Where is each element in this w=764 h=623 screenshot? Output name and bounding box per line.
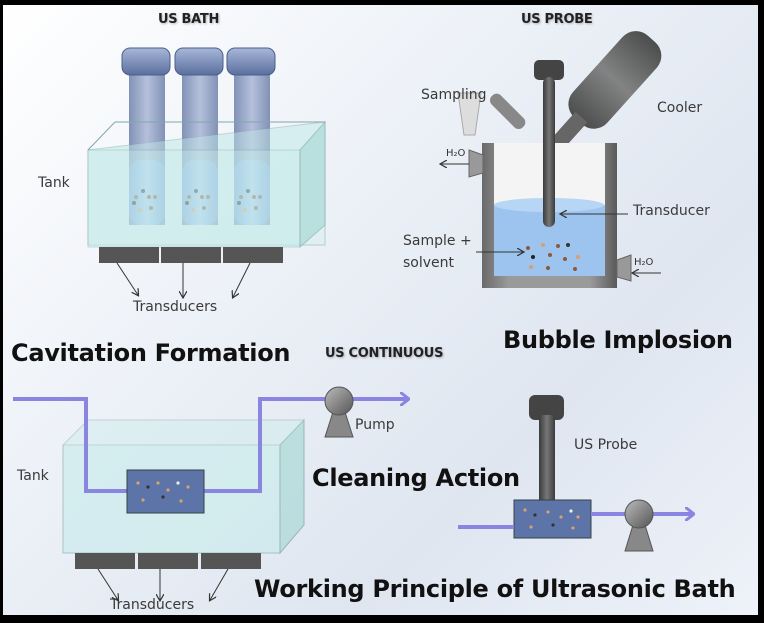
tank-label: Tank	[17, 468, 49, 484]
transducer-label: Transducer	[633, 203, 710, 219]
probe-transducer	[534, 60, 564, 227]
diagram-canvas: US BATH Tank Transducers US PROBE Sampli…	[3, 5, 758, 615]
diagram-graphics	[13, 31, 758, 615]
inlet-flow-line	[13, 397, 127, 493]
us-continuous-probe-diagram	[458, 395, 693, 552]
stage-cleaning-action: Cleaning Action	[312, 464, 520, 492]
flow-cell	[126, 469, 205, 514]
transducers	[75, 553, 261, 569]
tank-label: Tank	[38, 175, 70, 191]
us-probe-diagram	[441, 31, 662, 288]
transducers	[99, 247, 283, 263]
us-continuous-bath-diagram	[13, 386, 408, 600]
flow-cell	[513, 499, 592, 539]
transducers-label: Transducers	[133, 299, 218, 315]
sample-label-line2: solvent	[403, 255, 455, 271]
water-out-label: H₂O	[446, 148, 466, 159]
test-tube-1	[121, 47, 171, 225]
pump-icon	[324, 386, 354, 438]
figure-title: Working Principle of Ultrasonic Bath	[254, 575, 736, 603]
pump-icon	[624, 499, 654, 552]
pump-label: Pump	[355, 417, 395, 433]
test-tube-3	[226, 47, 276, 225]
transducers-label: Transducers	[110, 597, 195, 613]
us-continuous-heading: US CONTINUOUS	[325, 346, 444, 361]
sample-label-line1: Sample +	[403, 233, 472, 249]
water-in-label: H₂O	[634, 257, 654, 268]
us-probe-heading: US PROBE	[521, 12, 593, 27]
tank-front	[88, 122, 325, 247]
us-probe-label: US Probe	[574, 437, 638, 453]
outlet-flow-line	[203, 397, 333, 493]
stage-bubble-implosion: Bubble Implosion	[503, 326, 733, 354]
cooler-label: Cooler	[657, 100, 703, 116]
us-bath-diagram	[87, 47, 326, 297]
us-bath-heading: US BATH	[158, 12, 220, 27]
sampling-label: Sampling	[421, 87, 487, 103]
test-tube-2	[174, 47, 224, 225]
stage-cavitation-formation: Cavitation Formation	[11, 339, 291, 367]
particles	[132, 189, 262, 212]
